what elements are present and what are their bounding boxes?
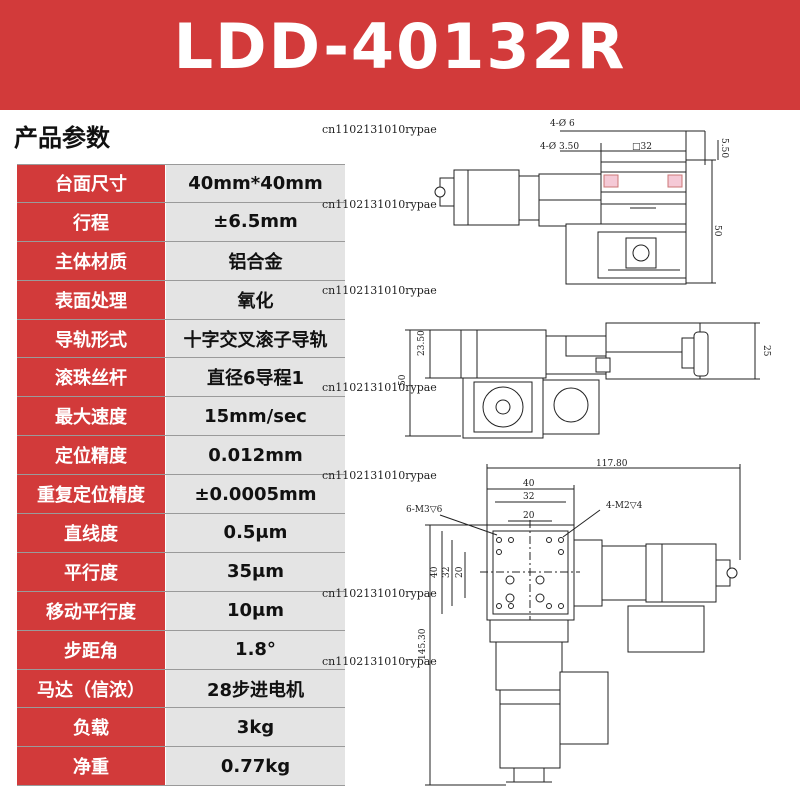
spec-label: 最大速度 [17,397,166,436]
dim-label: 6-M3▽6 [406,505,443,515]
spec-value: 3kg [166,708,345,747]
spec-value: 28步进电机 [166,669,345,708]
spec-label: 台面尺寸 [17,165,166,202]
section-title: 产品参数 [14,124,110,152]
side-view-drawing [405,322,760,439]
dim-label: 20 [523,511,535,521]
spec-label: 滚珠丝杆 [17,358,166,397]
dim-label: 4-M2▽4 [606,501,643,511]
front-view-drawing [434,130,719,285]
spec-label: 重复定位精度 [17,475,166,514]
spec-label: 马达（信浓） [17,669,166,708]
spec-value: 0.77kg [166,747,345,786]
plan-view-drawing [425,464,741,786]
spec-label: 净重 [17,747,166,786]
title-banner: LDD-40132R [0,0,800,110]
spec-value: 氧化 [166,280,345,319]
watermark-text: cn1102131010rypae [322,123,437,136]
spec-row: 滚珠丝杆直径6导程1 [17,358,345,398]
spec-row: 行程±6.5mm [17,202,345,242]
spec-value: 35μm [166,552,345,591]
dim-label: 40 [430,566,440,578]
spec-label: 移动平行度 [17,591,166,630]
watermarks: cn1102131010rypae cn1102131010rypae cn11… [322,123,437,668]
spec-value: 直径6导程1 [166,358,345,397]
dim-label: 25 [761,345,771,357]
dim-label: 20 [455,566,465,578]
spec-value: ±0.0005mm [166,475,345,514]
dim-label: □32 [632,142,652,152]
spec-value: 十字交叉滚子导轨 [166,319,345,358]
dim-label: 23.50 [417,330,427,356]
watermark-text: cn1102131010rypae [322,198,437,211]
spec-value: 40mm*40mm [166,165,345,202]
spec-row: 马达（信浓）28步进电机 [17,669,345,709]
watermark-text: cn1102131010rypae [322,587,437,600]
spec-label: 负载 [17,708,166,747]
plan-view-labels: 117.80 40 32 20 6-M3▽6 4-M2▽4 40 32 20 1… [406,459,643,660]
spec-value: 15mm/sec [166,397,345,436]
spec-value: 0.012mm [166,436,345,475]
watermark-text: cn1102131010rypae [322,469,437,482]
spec-value: 0.5μm [166,514,345,552]
watermark-text: cn1102131010rypae [322,381,437,394]
spec-label: 主体材质 [17,241,166,280]
dim-label: 32 [523,492,534,502]
spec-row: 表面处理氧化 [17,280,345,320]
spec-row: 重复定位精度±0.0005mm [17,475,345,515]
dim-label: 145.30 [418,628,428,660]
side-view-labels: 23.50 50 25 [398,330,771,386]
dim-label: 117.80 [596,459,628,469]
spec-row: 主体材质铝合金 [17,241,345,281]
spec-label: 直线度 [17,514,166,552]
watermark-text: cn1102131010rypae [322,284,437,297]
spec-label: 定位精度 [17,436,166,475]
dim-label: 32 [442,567,452,578]
dim-label: 4-Ø 6 [550,118,575,129]
watermark-text: cn1102131010rypae [322,655,437,668]
spec-label: 行程 [17,202,166,241]
dim-label: 50 [398,374,408,386]
dim-label: 40 [523,479,535,489]
spec-row: 导轨形式十字交叉滚子导轨 [17,319,345,359]
front-view-labels: 4-Ø 6 4-Ø 3.50 □32 50 5.50 [540,118,729,237]
dim-label: 5.50 [719,138,729,158]
spec-label: 表面处理 [17,280,166,319]
spec-label: 导轨形式 [17,319,166,358]
spec-label: 平行度 [17,552,166,591]
dim-label: 4-Ø 3.50 [540,141,579,152]
spec-label: 步距角 [17,630,166,669]
product-model-title: LDD-40132R [173,10,627,83]
spec-value: 铝合金 [166,241,345,280]
spec-value: ±6.5mm [166,202,345,241]
spec-value: 1.8° [166,630,345,669]
spec-value: 10μm [166,591,345,630]
dim-label: 50 [712,225,722,237]
